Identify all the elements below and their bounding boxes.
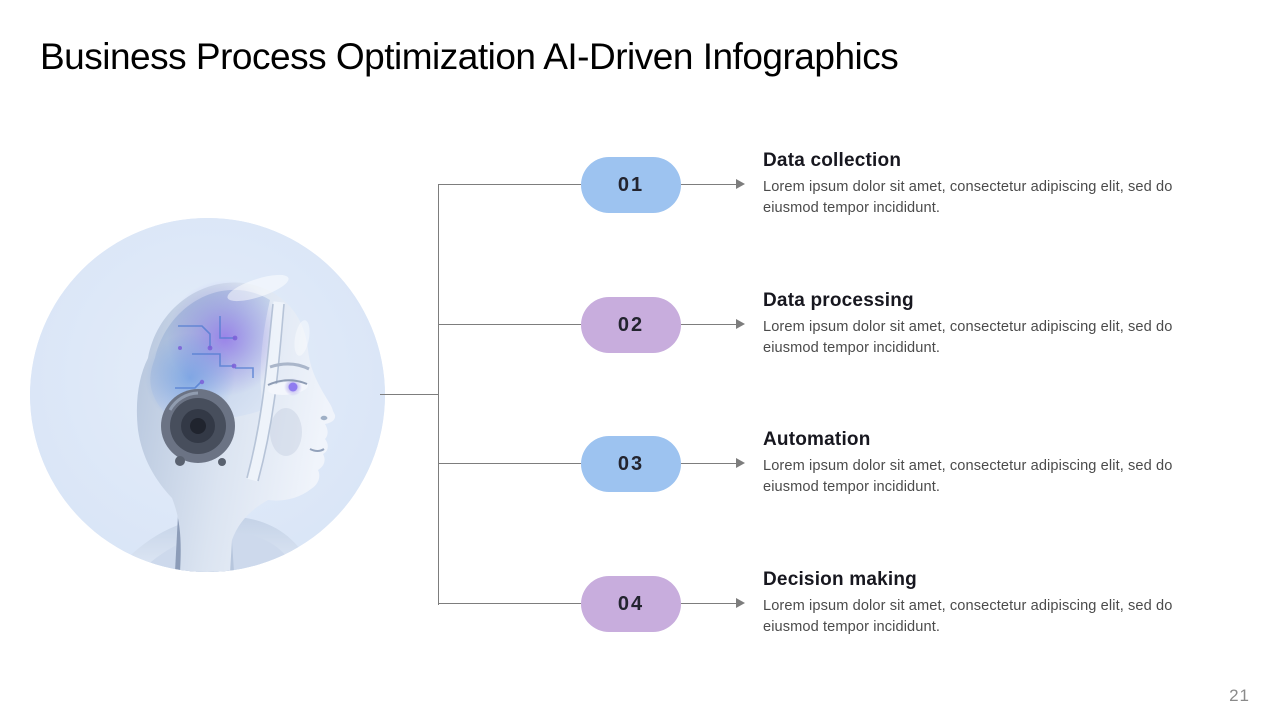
process-step-4: 04 Decision making Lorem ipsum dolor sit…: [438, 534, 1180, 674]
step-title: Data collection: [763, 150, 902, 171]
process-step-2: 02 Data processing Lorem ipsum dolor sit…: [438, 255, 1180, 395]
robot-head-illustration: [30, 218, 385, 572]
arrow-line: [681, 463, 737, 464]
page-number: 21: [1229, 686, 1250, 705]
step-title: Decision making: [763, 569, 917, 590]
connector-branch-line: [438, 324, 581, 325]
arrow-right-icon: [736, 598, 745, 608]
step-content-1: Data collection Lorem ipsum dolor sit am…: [763, 150, 1183, 219]
process-step-3: 03 Automation Lorem ipsum dolor sit amet…: [438, 394, 1180, 534]
connector-vertical-line: [438, 185, 439, 605]
step-number-pill-2: 02: [581, 297, 681, 353]
step-content-2: Data processing Lorem ipsum dolor sit am…: [763, 290, 1183, 359]
arrow-right-icon: [736, 458, 745, 468]
step-number-pill-3: 03: [581, 436, 681, 492]
arrow-line: [681, 324, 737, 325]
step-content-3: Automation Lorem ipsum dolor sit amet, c…: [763, 429, 1183, 498]
step-title: Data processing: [763, 290, 914, 311]
step-description: Lorem ipsum dolor sit amet, consectetur …: [763, 598, 1173, 636]
slide-title: Business Process Optimization AI-Driven …: [40, 36, 899, 77]
step-content-4: Decision making Lorem ipsum dolor sit am…: [763, 569, 1183, 638]
arrow-line: [681, 184, 737, 185]
process-step-1: 01 Data collection Lorem ipsum dolor sit…: [438, 115, 1180, 255]
step-description: Lorem ipsum dolor sit amet, consectetur …: [763, 179, 1173, 217]
connector-branch-line: [438, 603, 581, 604]
step-number-pill-1: 01: [581, 157, 681, 213]
step-number-pill-4: 04: [581, 576, 681, 632]
arrow-right-icon: [736, 319, 745, 329]
step-title: Automation: [763, 429, 871, 450]
connector-main-line: [380, 394, 438, 395]
connector-branch-line: [438, 184, 581, 185]
arrow-line: [681, 603, 737, 604]
step-description: Lorem ipsum dolor sit amet, consectetur …: [763, 458, 1173, 496]
step-description: Lorem ipsum dolor sit amet, consectetur …: [763, 319, 1173, 357]
connector-branch-line: [438, 463, 581, 464]
robot-head-image: [30, 218, 385, 572]
arrow-right-icon: [736, 179, 745, 189]
